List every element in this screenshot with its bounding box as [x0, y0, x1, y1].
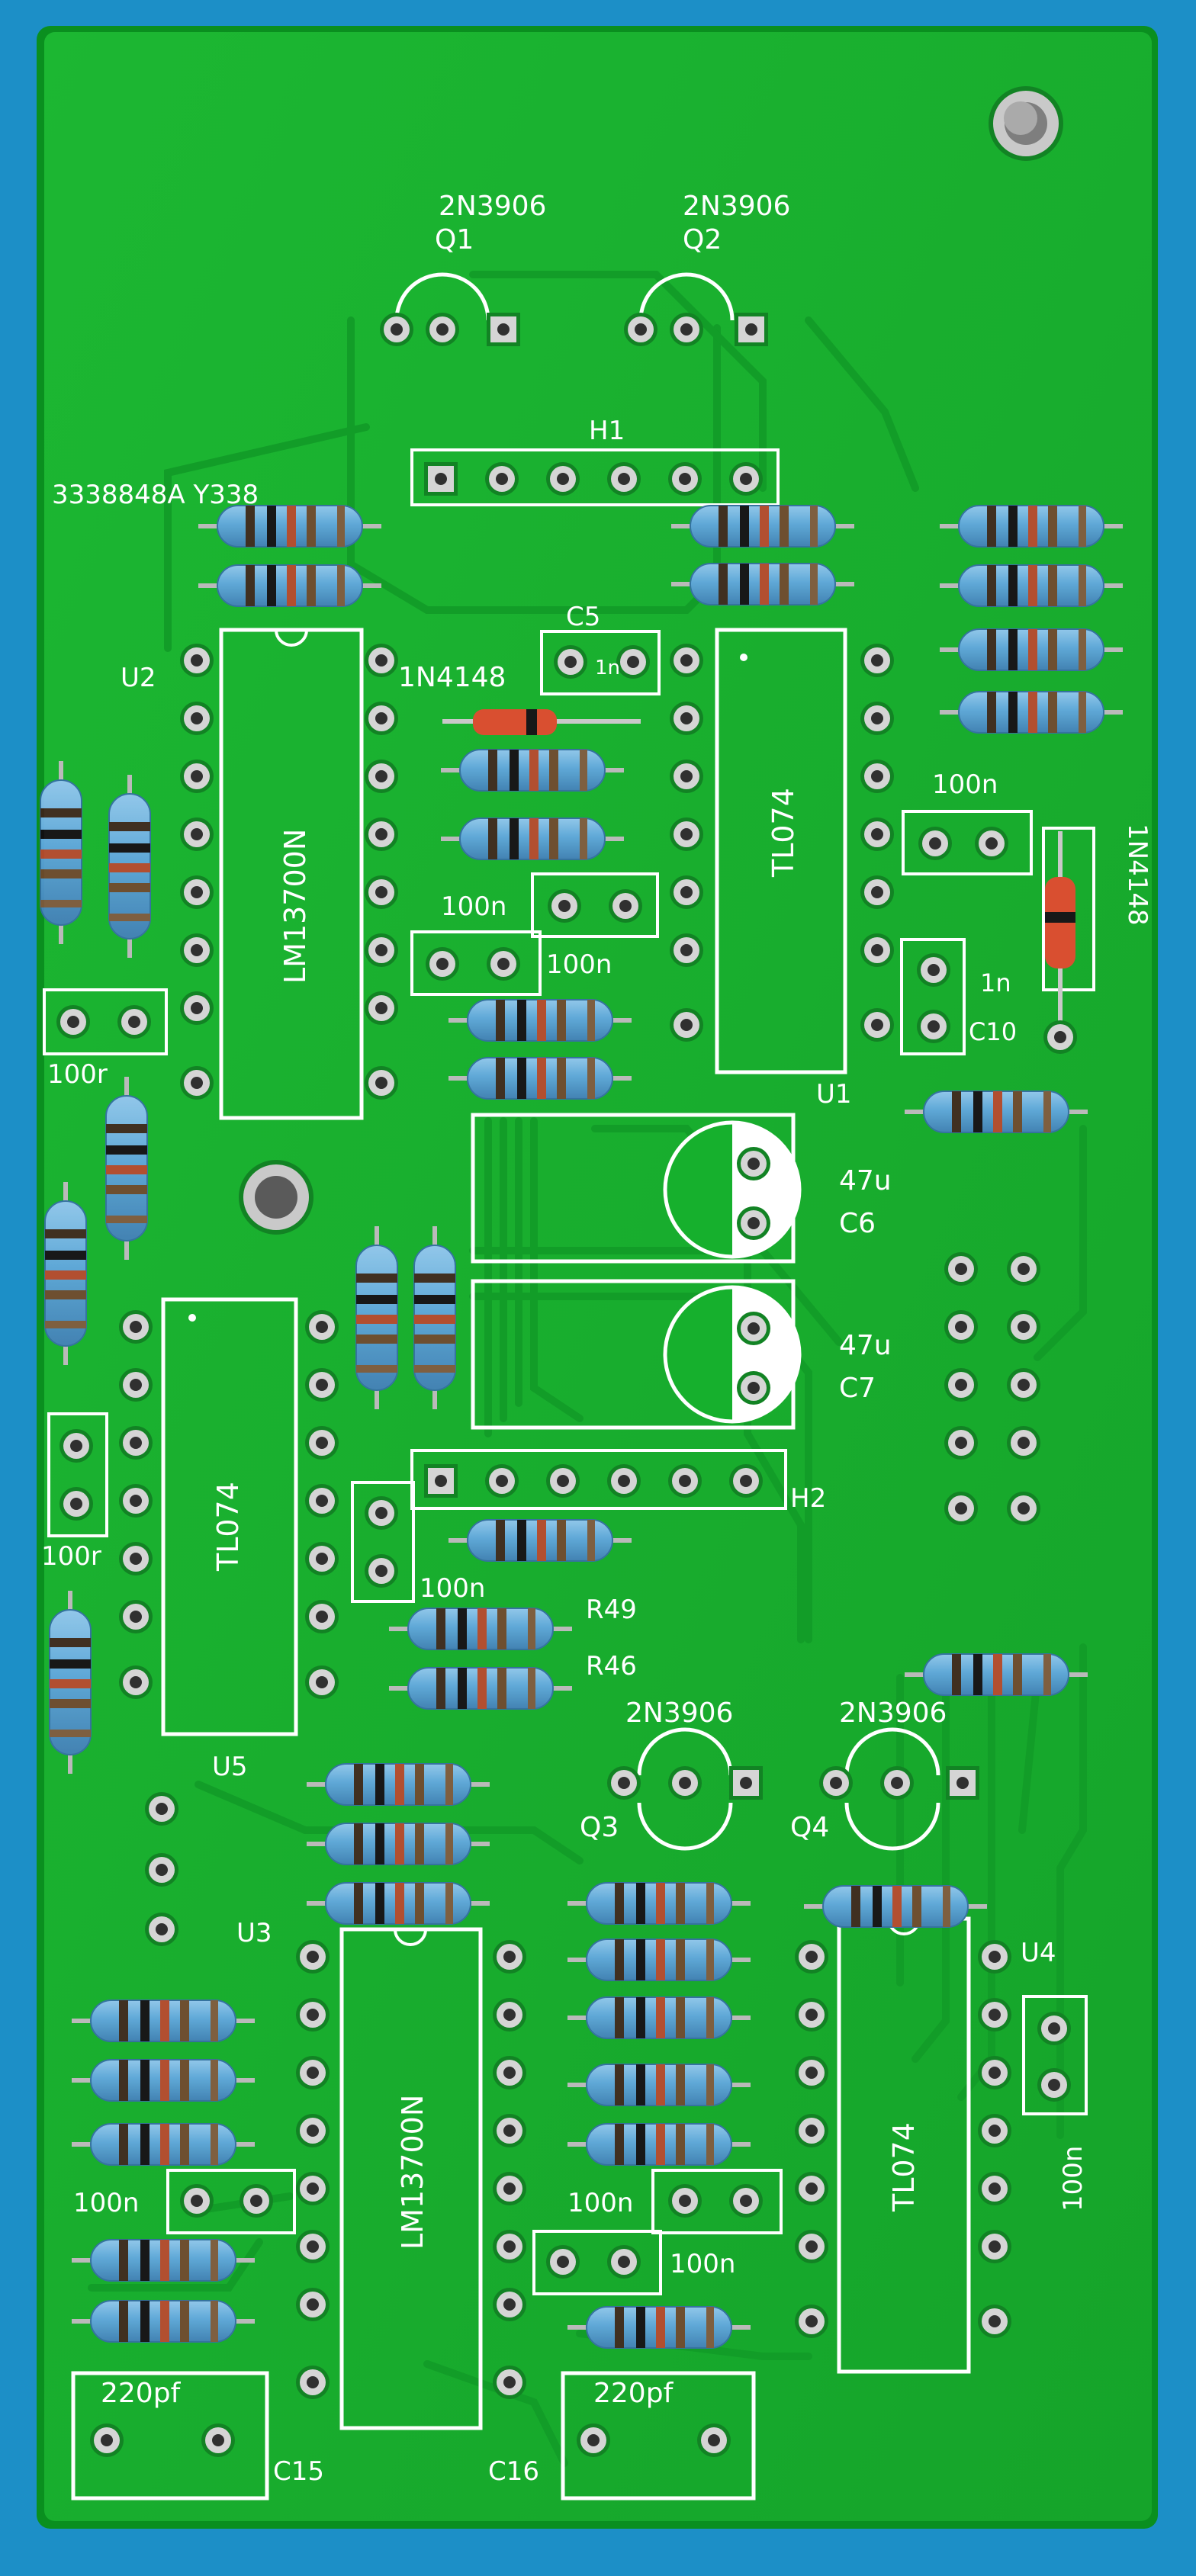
diode-right: 1N4148: [1042, 824, 1153, 1054]
transistor-q3: 2N3906 Q3: [580, 1698, 763, 1851]
q3-ref: Q3: [580, 1812, 619, 1843]
cap-100n-mid-b: 100n: [410, 930, 612, 996]
c5-ref: C5: [566, 602, 600, 632]
u2-value: LM13700N: [278, 829, 312, 984]
pad-100r-mid: 100r: [41, 1412, 108, 1572]
cap-c7: + 47u C7: [471, 1279, 892, 1430]
pad-100r-top: 100r: [43, 988, 168, 1090]
diode-right-value: 1N4148: [1122, 824, 1153, 926]
c10-value: 1n: [980, 968, 1011, 997]
cap-100n-bottom-left-value: 100n: [73, 2188, 139, 2218]
cap-100n-right: 100n: [902, 769, 1033, 875]
transistor-q1: 2N3906 Q1: [380, 191, 546, 346]
cap-c15: 220pf C15: [71, 2371, 324, 2501]
u4-ref: U4: [1021, 1938, 1056, 1968]
q1-ref: Q1: [435, 224, 474, 255]
photo-glare: [44, 32, 1152, 2521]
svg-text:+: +: [769, 1142, 799, 1185]
cap-100n-bottom-mid-a: 100n: [567, 2169, 783, 2234]
cap-100n-bottom-mid-b-value: 100n: [670, 2249, 735, 2279]
ic-u2: LM13700N U2: [121, 628, 398, 1120]
100r-mid-value: 100r: [41, 1541, 101, 1572]
c6-ref: C6: [839, 1208, 876, 1239]
cap-100n-right-value: 100n: [932, 769, 998, 800]
u1-ref: U1: [816, 1079, 852, 1110]
ic-u3: LM13700N U3: [236, 1918, 526, 2430]
header-h1: H1: [410, 416, 780, 506]
c15-value: 220pf: [101, 2378, 182, 2409]
c7-ref: C7: [839, 1373, 876, 1404]
q2-value: 2N3906: [683, 191, 790, 222]
cap-100n-u4: 100n: [1022, 1995, 1088, 2211]
ic-u1: TL074 U1: [670, 628, 894, 1110]
diode-top: 1N4148: [398, 662, 641, 735]
cap-100n-mid-b-value: 100n: [546, 949, 612, 980]
h1-label: H1: [589, 416, 625, 446]
svg-text:+: +: [769, 1307, 799, 1350]
cap-100n-bottom-left: 100n: [73, 2169, 296, 2234]
cap-100n-mid-a: 100n: [441, 872, 659, 938]
cap-100n-bottom-mid-a-value: 100n: [567, 2188, 633, 2218]
diode-top-value: 1N4148: [398, 662, 506, 693]
cap-100n-u5-value: 100n: [420, 1573, 485, 1604]
transistor-q4: 2N3906 Q4: [790, 1698, 979, 1851]
c5-value: 1n: [595, 657, 620, 679]
c15-ref: C15: [273, 2456, 324, 2487]
q4-value: 2N3906: [839, 1698, 947, 1729]
u1-value: TL074: [767, 788, 800, 878]
u5-value: TL074: [211, 1482, 245, 1572]
cap-100n-u5: 100n: [351, 1481, 485, 1604]
r49-label: R49: [586, 1595, 637, 1625]
q2-ref: Q2: [683, 224, 722, 255]
r46-label: R46: [586, 1651, 637, 1681]
mounting-hole-mid: [239, 1160, 313, 1235]
cap-c10: 1n C10: [900, 938, 1017, 1055]
cap-c5: C5 1n: [540, 602, 661, 695]
cap-c16: 220pf C16: [488, 2371, 756, 2501]
ic-u5: TL074 U5: [119, 1297, 339, 1782]
u4-value: TL074: [887, 2122, 921, 2212]
u3-value: LM13700N: [396, 2095, 429, 2250]
cap-100n-u4-value: 100n: [1058, 2146, 1088, 2211]
q4-ref: Q4: [790, 1812, 829, 1843]
q1-value: 2N3906: [439, 191, 546, 222]
c16-value: 220pf: [593, 2378, 674, 2409]
h2-label: H2: [790, 1483, 826, 1514]
mounting-hole-top: [989, 86, 1063, 161]
c6-value: 47u: [839, 1165, 892, 1196]
c7-value: 47u: [839, 1330, 892, 1361]
100r-top-value: 100r: [47, 1059, 108, 1090]
u2-ref: U2: [121, 663, 156, 693]
board-marking: 3338848A Y338: [52, 480, 259, 510]
u5-ref: U5: [212, 1752, 248, 1782]
cap-100n-mid-a-value: 100n: [441, 891, 506, 922]
c16-ref: C16: [488, 2456, 539, 2487]
header-h2: H2: [410, 1449, 826, 1514]
c10-ref: C10: [969, 1017, 1017, 1046]
cap-100n-bottom-mid-b: 100n: [532, 2230, 735, 2295]
cap-c6: + 47u C6: [471, 1113, 892, 1264]
q3-value: 2N3906: [625, 1698, 733, 1729]
transistor-q2: 2N3906 Q2: [624, 191, 790, 346]
u3-ref: U3: [236, 1918, 272, 1948]
